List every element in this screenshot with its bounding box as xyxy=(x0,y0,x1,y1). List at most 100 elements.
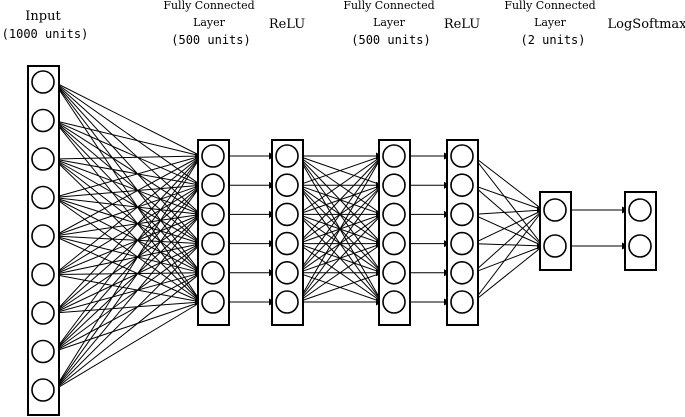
fc3-title-line1: Fully Connected xyxy=(504,0,595,12)
full-connection-edge xyxy=(53,155,202,160)
full-connection-edge xyxy=(53,272,202,314)
full-connection-edge xyxy=(297,243,383,303)
full-connection-edge xyxy=(53,184,202,352)
full-connection-edge xyxy=(472,213,544,247)
relu1-neuron xyxy=(275,260,299,285)
relu1-title: ReLU xyxy=(269,17,305,32)
full-connection-edge xyxy=(53,184,202,391)
full-connection-edge xyxy=(53,155,202,237)
full-connection-edge xyxy=(53,81,202,186)
full-connection-edge xyxy=(53,120,202,274)
relu2-neuron xyxy=(450,290,474,314)
relu2-neuron xyxy=(450,173,474,197)
full-connection-edge xyxy=(53,243,202,352)
full-connection-edge xyxy=(53,184,202,237)
full-connection-edge xyxy=(297,214,383,303)
full-connection-edge xyxy=(53,301,202,314)
full-connection-edge xyxy=(53,155,202,314)
full-connection-edge xyxy=(53,243,202,275)
input-units: (1000 units) xyxy=(2,27,89,41)
fc2-neuron xyxy=(382,290,406,314)
full-connection-edge xyxy=(53,120,202,186)
full-connection-edge xyxy=(53,158,202,215)
relu2-neuron xyxy=(450,144,474,168)
input-neuron xyxy=(31,339,55,364)
full-connection-edge xyxy=(53,197,202,215)
full-connection-edge xyxy=(53,184,202,198)
relu2-neuron xyxy=(450,231,474,256)
full-connection-edge xyxy=(472,184,544,247)
relu2-title: ReLU xyxy=(444,17,480,32)
full-connection-edge xyxy=(53,301,202,352)
input-title: Input xyxy=(25,9,61,24)
full-connection-edge xyxy=(297,184,383,303)
full-connection-edge xyxy=(297,155,383,186)
full-connection-edge xyxy=(53,214,202,352)
full-connection-edge xyxy=(53,120,202,244)
full-connection-edge xyxy=(472,209,544,303)
full-connection-edge xyxy=(53,155,202,391)
input-neuron xyxy=(31,224,55,248)
relu1-neuron xyxy=(275,173,299,197)
fc1-neuron xyxy=(201,202,225,227)
fc1-units: (500 units) xyxy=(171,33,250,47)
full-connection-edge xyxy=(53,158,202,303)
logsoftmax-neuron xyxy=(628,234,652,258)
full-connection-edge xyxy=(53,158,202,274)
full-connection-edge xyxy=(472,245,544,303)
fc1-neuron xyxy=(201,231,225,256)
full-connection-edge xyxy=(297,272,383,303)
full-connection-edge xyxy=(53,81,202,157)
full-connection-edge xyxy=(53,243,202,391)
full-connection-edge xyxy=(297,155,383,303)
full-connection-edge xyxy=(53,213,202,275)
full-connection-edge xyxy=(472,155,544,247)
full-connection-edge xyxy=(472,245,544,274)
full-connection-edge xyxy=(472,209,544,274)
full-connection-edge xyxy=(53,213,202,237)
relu1-neuron xyxy=(275,231,299,256)
full-connection-edge xyxy=(53,81,202,303)
full-connection-edge xyxy=(472,209,544,215)
input-neuron xyxy=(31,147,55,171)
full-connection-edge xyxy=(53,243,202,314)
fc1-neuron xyxy=(201,173,225,197)
fc1-title-line2: Layer xyxy=(193,16,226,29)
fc3-title-line2: Layer xyxy=(534,16,567,29)
fc2-neuron xyxy=(382,173,406,197)
fc2-title-line1: Fully Connected xyxy=(343,0,434,12)
logsoftmax-title: LogSoftmax xyxy=(608,17,685,32)
full-connection-edge xyxy=(53,213,202,314)
fc1-neuron xyxy=(201,144,225,168)
full-connection-edge xyxy=(53,158,202,186)
input-neuron xyxy=(31,185,55,210)
connections xyxy=(53,81,629,391)
full-connection-edge xyxy=(297,155,383,274)
full-connection-edge xyxy=(472,184,544,211)
input-neuron xyxy=(31,301,55,325)
fc2-title-line2: Layer xyxy=(373,16,406,29)
relu1-neuron xyxy=(275,202,299,227)
full-connection-edge xyxy=(53,81,202,274)
full-connection-edge xyxy=(472,243,544,247)
full-connection-edge xyxy=(53,81,202,244)
full-connection-edge xyxy=(53,214,202,391)
full-connection-edge xyxy=(53,235,202,245)
fc1-neuron xyxy=(201,260,225,285)
full-connection-edge xyxy=(53,81,202,215)
relu1-neuron xyxy=(275,290,299,314)
fc2-neuron xyxy=(382,144,406,168)
fc1-neuron xyxy=(201,290,225,314)
full-connection-edge xyxy=(53,155,202,352)
full-connection-edge xyxy=(53,197,202,245)
relu2-neuron xyxy=(450,260,474,285)
full-connection-edge xyxy=(53,155,202,275)
full-connection-edge xyxy=(472,209,544,245)
fc2-neuron xyxy=(382,202,406,227)
full-connection-edge xyxy=(53,120,202,215)
full-connection-edge xyxy=(53,301,202,391)
full-connection-edge xyxy=(53,184,202,275)
input-neuron xyxy=(31,262,55,287)
neurons xyxy=(31,70,652,402)
